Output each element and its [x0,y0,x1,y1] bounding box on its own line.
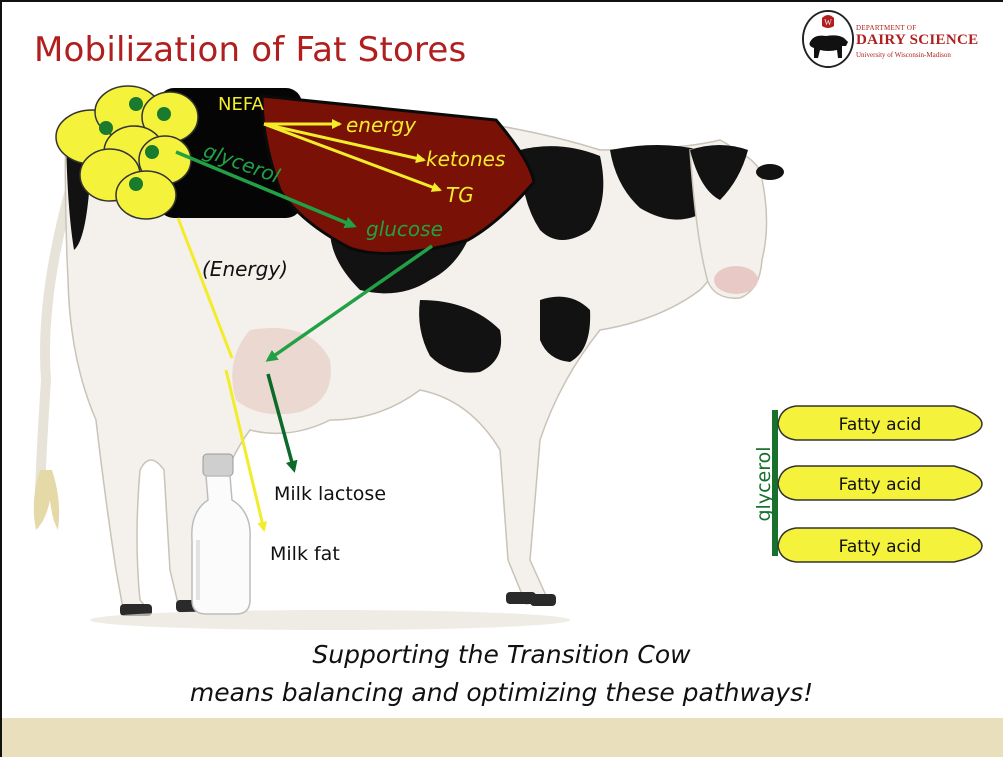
fatty-acid-3: Fatty acid [778,528,982,562]
fatty-acid-label: Fatty acid [839,537,922,557]
liver-product-ketones: ketones [426,147,505,171]
footer-band [2,718,1003,757]
fatty-acid-label: Fatty acid [839,415,922,435]
liver-product-tg: TG [446,183,474,207]
liver-product-energy: energy [346,113,417,137]
liver-product-glucose: glucose [366,217,443,241]
footer-line-1: Supporting the Transition Cow [0,640,1003,669]
fatty-acid-1: Fatty acid [778,406,982,440]
milk-lactose-label: Milk lactose [274,483,386,505]
fatty-acid-2: Fatty acid [778,466,982,500]
triglyceride-structure: glycerol Fatty acid Fatty acid Fatty aci… [753,406,982,562]
triglyceride-glycerol-label: glycerol [753,446,775,521]
nefa-label: NEFA [218,94,265,115]
footer-line-2: means balancing and optimizing these pat… [0,678,1003,707]
fatty-acid-label: Fatty acid [839,475,922,495]
energy-path-label: (Energy) [202,257,288,281]
milk-fat-label: Milk fat [270,543,340,565]
